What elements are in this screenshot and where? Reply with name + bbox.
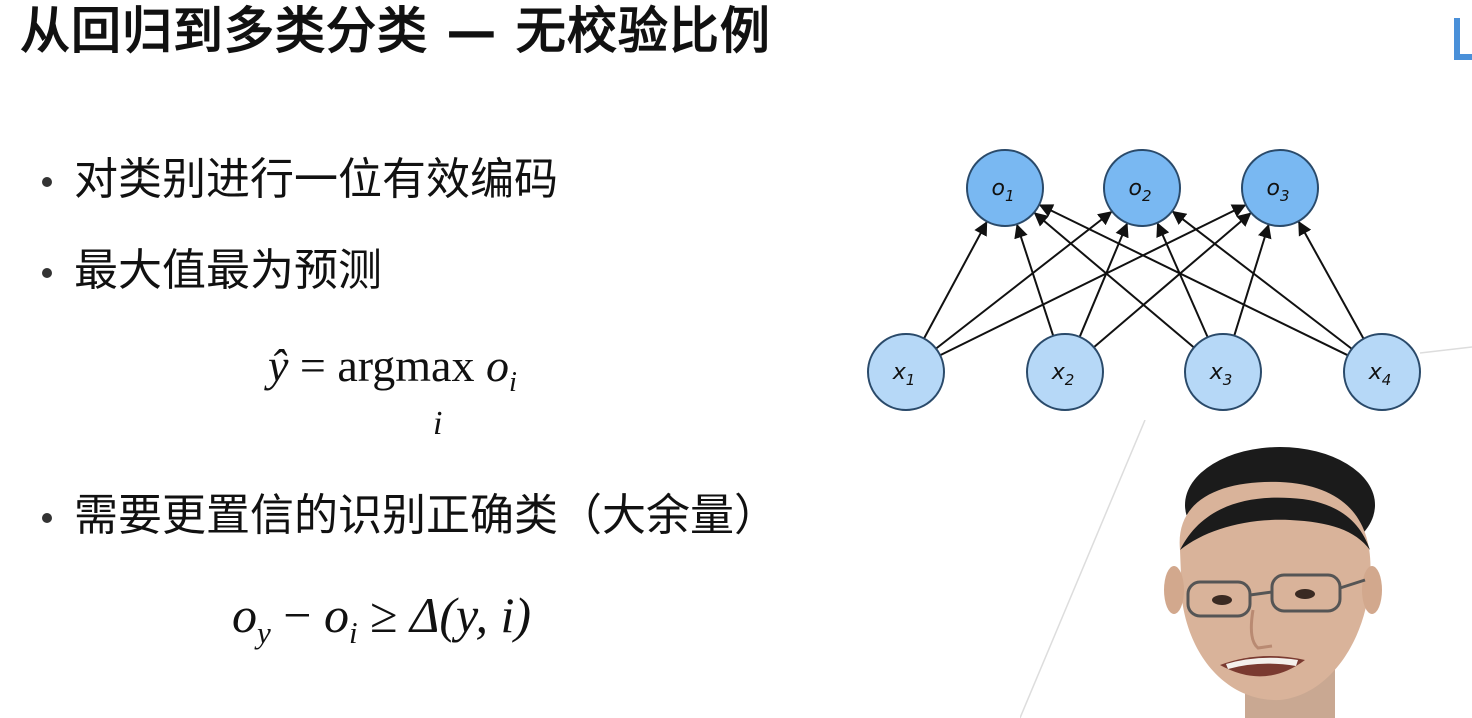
edge-x4-o2 [1171, 210, 1353, 350]
input-node-4: x4 [1343, 333, 1421, 411]
edge-x1-o2 [935, 211, 1113, 350]
network-diagram: o1 o2 o3 x1 x2 x3 x4 [867, 149, 1421, 411]
input-node-label: x3 [1209, 360, 1233, 389]
edge-x1-o1 [923, 221, 988, 340]
edge-x3-o3 [1233, 223, 1272, 336]
equals-sign: = [299, 340, 326, 391]
presenter-video [1164, 447, 1382, 718]
o-variable: o [323, 587, 349, 643]
output-node-label: o1 [991, 176, 1014, 205]
o-subscript: i [508, 366, 517, 398]
edge-x3-o1 [1033, 212, 1195, 349]
decorative-line [1420, 346, 1472, 354]
bullet-item: 需要更置信的识别正确类（大余量） [42, 488, 778, 544]
edge-x4-o3 [1298, 220, 1365, 340]
argmax-operator: argmax [337, 340, 475, 391]
minus-sign: − [283, 587, 312, 643]
corner-bracket-mark [1454, 0, 1472, 60]
output-node-label: o2 [1128, 176, 1151, 205]
margin-equation: oy − oi ≥ Δ(y, i) [232, 584, 531, 664]
o-variable: o [485, 340, 509, 391]
output-node-2: o2 [1103, 149, 1181, 227]
decorative-line [1020, 420, 1146, 718]
o-subscript: i [348, 614, 358, 650]
ge-sign: ≥ [370, 587, 398, 643]
bullet-text: 对类别进行一位有效编码 [74, 154, 558, 205]
edge-x2-o1 [1014, 223, 1055, 337]
output-node-1: o1 [966, 149, 1044, 227]
edge-x2-o2 [1078, 222, 1129, 338]
o-subscript: y [257, 614, 271, 650]
input-node-1: x1 [867, 333, 945, 411]
edge-x1-o3 [939, 204, 1247, 357]
edge-x3-o2 [1156, 222, 1209, 338]
input-node-label: x4 [1368, 360, 1392, 389]
delta-term: Δ(y, i) [410, 587, 532, 643]
slide-title: 从回归到多类分类 — 无校验比例 [20, 2, 771, 60]
edge-x4-o1 [1038, 204, 1349, 357]
edge-x2-o3 [1093, 212, 1252, 349]
o-variable: o [232, 587, 257, 643]
bullet-dot-icon [42, 513, 52, 523]
input-node-label: x1 [892, 360, 916, 389]
bullet-item: 对类别进行一位有效编码 [42, 152, 558, 208]
output-node-label: o3 [1266, 176, 1289, 205]
argmax-equation: ŷ = argmax oi i [268, 338, 517, 442]
input-node-2: x2 [1026, 333, 1104, 411]
input-node-3: x3 [1184, 333, 1262, 411]
bullet-text: 需要更置信的识别正确类（大余量） [74, 490, 778, 541]
bullet-text: 最大值最为预测 [74, 245, 382, 296]
node-group: o1 o2 o3 x1 x2 x3 x4 [867, 149, 1421, 411]
output-node-3: o3 [1241, 149, 1319, 227]
bullet-item: 最大值最为预测 [42, 243, 382, 299]
bullet-dot-icon [42, 268, 52, 278]
y-hat: ŷ [268, 340, 289, 391]
bullet-dot-icon [42, 177, 52, 187]
argmax-index: i [433, 405, 443, 442]
input-node-label: x2 [1051, 360, 1075, 389]
edge-group [923, 204, 1365, 357]
